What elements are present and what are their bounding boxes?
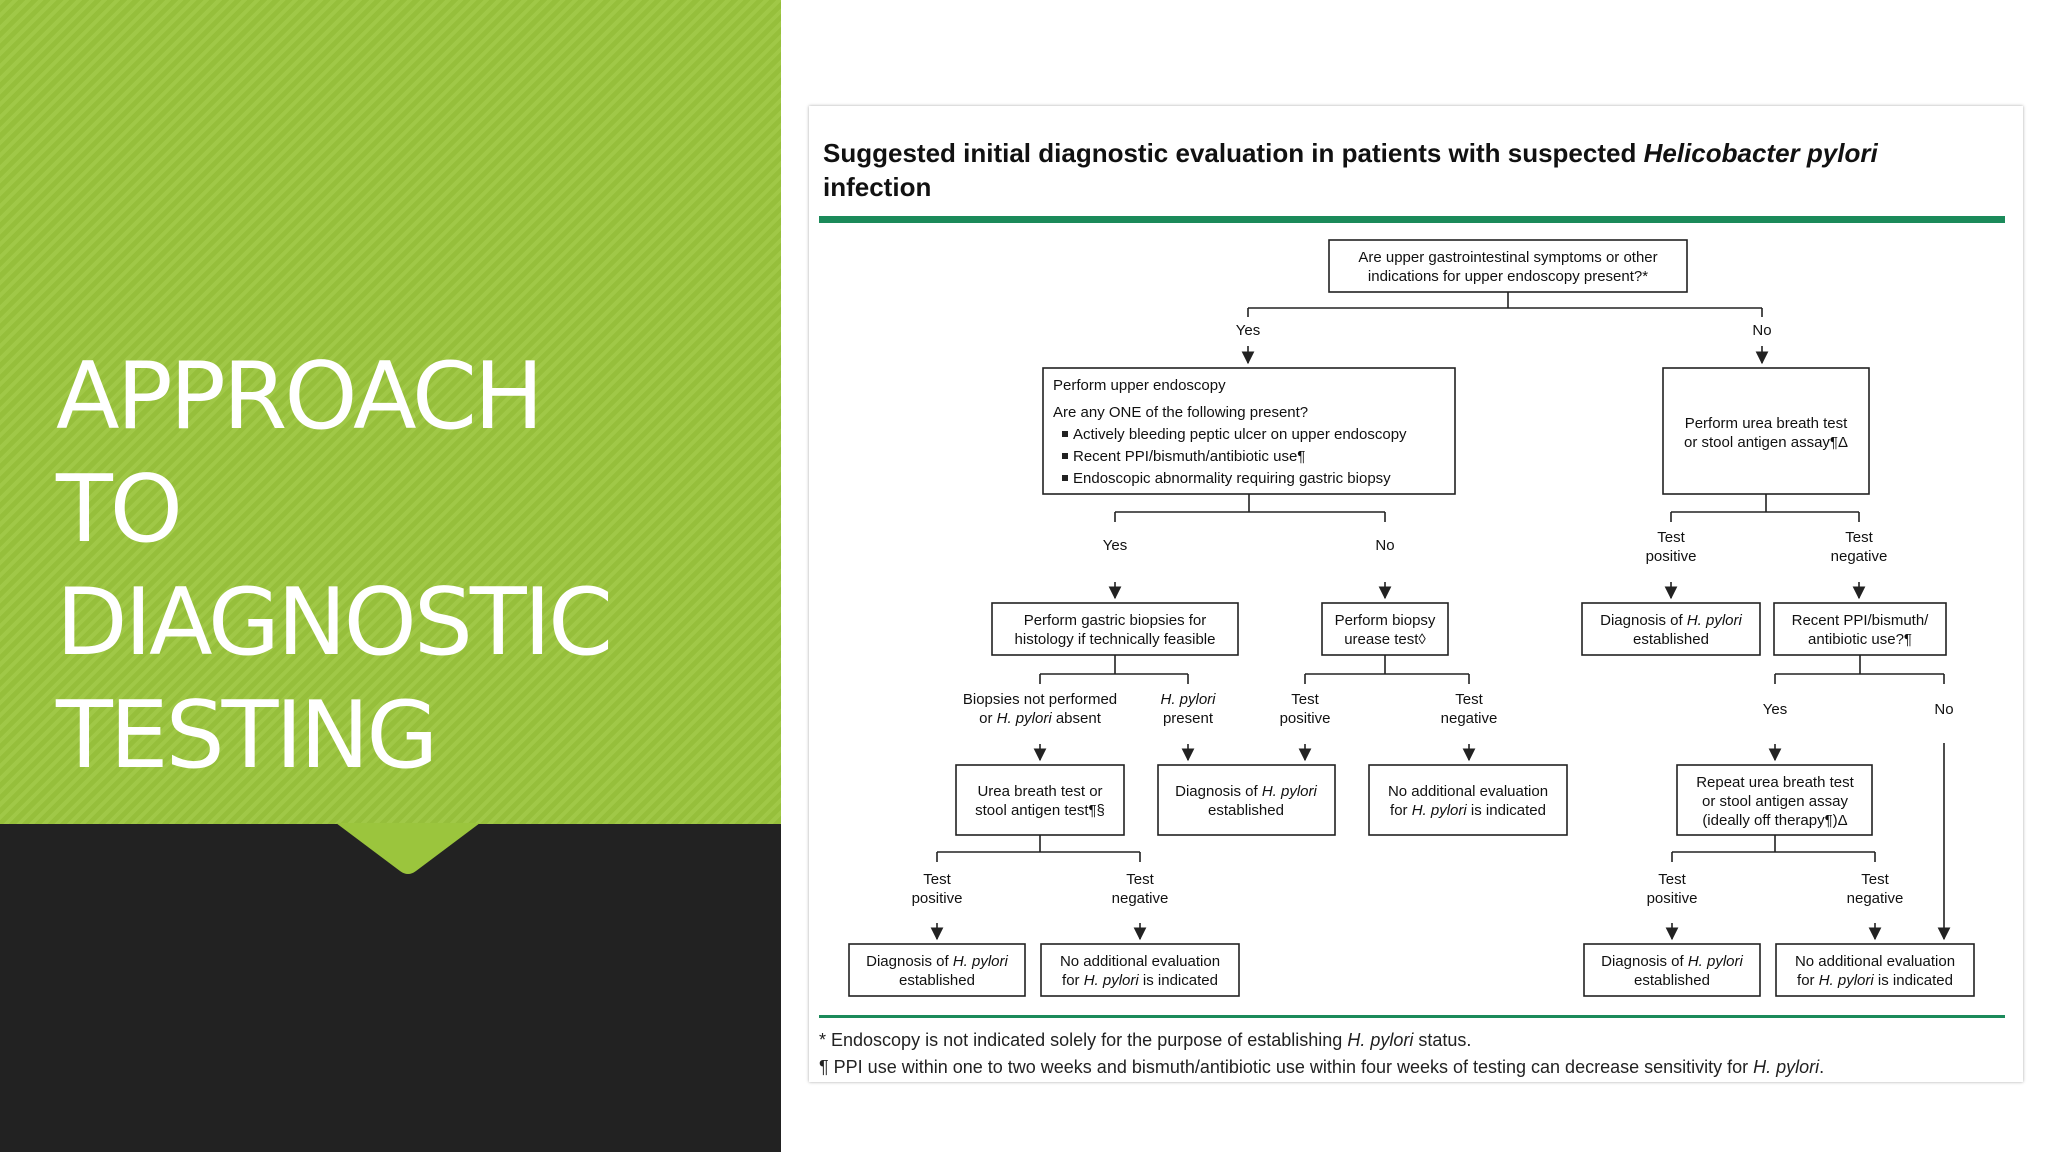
- branch-label-negative: negative: [1847, 890, 1904, 907]
- no-eval-box-bl: [1040, 943, 1240, 997]
- branch-label-test: Test: [1658, 871, 1686, 888]
- diagnosis-bl-line: Diagnosis of H. pylori: [866, 953, 1008, 970]
- branch-label-positive: positive: [1280, 710, 1331, 727]
- diagnosis-mid-line: Diagnosis of H. pylori: [1175, 783, 1317, 800]
- algorithm-figure: Suggested initial diagnostic evaluation …: [809, 106, 2023, 1082]
- repeat-test-line: or stool antigen assay: [1702, 793, 1848, 810]
- branch-label-positive: positive: [912, 890, 963, 907]
- branch-label-test: Test: [1657, 529, 1685, 546]
- slide-title-line: APPROACH: [56, 342, 544, 450]
- urea-stool-test-line: stool antigen test¶§: [975, 802, 1105, 819]
- branch-label-test: Test: [1845, 529, 1873, 546]
- endoscopy-heading: Perform upper endoscopy: [1053, 377, 1226, 394]
- repeat-test-line: (ideally off therapy¶)Δ: [1702, 812, 1847, 829]
- no-eval-box-mid: [1368, 764, 1568, 836]
- diagnosis-mid-line: established: [1208, 802, 1284, 819]
- urea-stool-box: [1662, 367, 1870, 495]
- start-question-box: [1328, 239, 1688, 293]
- figure-title: Suggested initial diagnostic evaluation …: [823, 136, 2003, 204]
- gastric-biopsies-line: histology if technically feasible: [1015, 631, 1216, 648]
- biopsy-urease-box: [1321, 602, 1449, 656]
- branch-label-positive: positive: [1646, 548, 1697, 565]
- diagnosis-br-line: Diagnosis of H. pylori: [1601, 953, 1743, 970]
- no-eval-br-line: No additional evaluation: [1795, 953, 1955, 970]
- urea-stool-line: Perform urea breath test: [1685, 415, 1848, 432]
- recent-ppi-line: antibiotic use?¶: [1808, 631, 1912, 648]
- branch-label-yes: Yes: [1236, 322, 1260, 339]
- recent-ppi-line: Recent PPI/bismuth/: [1792, 612, 1930, 629]
- start-question-line: indications for upper endoscopy present?…: [1368, 268, 1648, 285]
- endoscopy-bullet: Actively bleeding peptic ulcer on upper …: [1073, 426, 1407, 443]
- dark-panel: [0, 824, 781, 1152]
- branch-label-yes: Yes: [1103, 537, 1127, 554]
- slide-title: APPROACH TO DIAGNOSTIC TESTING: [56, 340, 756, 792]
- no-eval-bl-line: No additional evaluation: [1060, 953, 1220, 970]
- title-panel-pointer: [336, 823, 480, 874]
- branch-label-biopsies-not: or H. pylori absent: [979, 710, 1102, 727]
- branch-label-hp-present: present: [1163, 710, 1214, 727]
- bullet-icon: [1062, 431, 1068, 437]
- slide-title-line: TESTING: [56, 681, 438, 789]
- no-eval-box-br: [1775, 943, 1975, 997]
- endoscopy-box: [1042, 367, 1456, 495]
- branch-label-negative: negative: [1831, 548, 1888, 565]
- no-eval-mid-line: for H. pylori is indicated: [1390, 802, 1546, 819]
- diagnosis-br-line: established: [1634, 972, 1710, 989]
- endoscopy-question: Are any ONE of the following present?: [1053, 404, 1308, 421]
- diagnosis-box-bl: [848, 943, 1026, 997]
- footnote: ¶ PPI use within one to two weeks and bi…: [819, 1057, 1825, 1077]
- diagnosis-box-r1: [1581, 602, 1761, 656]
- branch-label-test: Test: [1291, 691, 1319, 708]
- connectors: [930, 292, 1951, 941]
- flowchart: Are upper gastrointestinal symptoms or o…: [848, 239, 1975, 997]
- repeat-test-line: Repeat urea breath test: [1696, 774, 1854, 791]
- footnote: * Endoscopy is not indicated solely for …: [819, 1030, 1472, 1050]
- branch-label-test: Test: [1861, 871, 1889, 888]
- title-panel: [0, 0, 781, 824]
- branch-label-test: Test: [923, 871, 951, 888]
- gastric-biopsies-line: Perform gastric biopsies for: [1024, 612, 1207, 629]
- branch-label-no: No: [1934, 701, 1953, 718]
- figure-title-text: Suggested initial diagnostic evaluation …: [823, 138, 1637, 168]
- diagnosis-r1-line: Diagnosis of H. pylori: [1600, 612, 1742, 629]
- branch-label-no: No: [1752, 322, 1771, 339]
- no-eval-br-line: for H. pylori is indicated: [1797, 972, 1953, 989]
- branch-label-positive: positive: [1647, 890, 1698, 907]
- urea-stool-line: or stool antigen assay¶Δ: [1684, 434, 1848, 451]
- diagnosis-box-mid: [1157, 764, 1336, 836]
- endoscopy-bullet: Endoscopic abnormality requiring gastric…: [1073, 470, 1391, 487]
- biopsy-urease-line: Perform biopsy: [1335, 612, 1436, 629]
- diagnosis-r1-line: established: [1633, 631, 1709, 648]
- start-question-line: Are upper gastrointestinal symptoms or o…: [1358, 249, 1657, 266]
- endoscopy-bullet: Recent PPI/bismuth/antibiotic use¶: [1073, 448, 1305, 465]
- branch-label-yes: Yes: [1763, 701, 1787, 718]
- biopsy-urease-line: urease test◊: [1344, 631, 1426, 648]
- diagnosis-bl-line: established: [899, 972, 975, 989]
- slide-title-line: TO: [56, 455, 183, 563]
- slide-title-line: DIAGNOSTIC: [56, 568, 613, 676]
- figure-top-rule: [819, 216, 2005, 223]
- no-eval-mid-line: No additional evaluation: [1388, 783, 1548, 800]
- figure-title-italic: Helicobacter pylori: [1643, 138, 1878, 168]
- gastric-biopsies-box: [991, 602, 1239, 656]
- branch-label-hp-present: H. pylori: [1160, 691, 1216, 708]
- urea-stool-test-box: [955, 764, 1125, 836]
- no-eval-bl-line: for H. pylori is indicated: [1062, 972, 1218, 989]
- diagnosis-box-br: [1583, 943, 1761, 997]
- bullet-icon: [1062, 475, 1068, 481]
- branch-label-negative: negative: [1441, 710, 1498, 727]
- branch-label-biopsies-not: Biopsies not performed: [963, 691, 1117, 708]
- recent-ppi-box: [1773, 602, 1947, 656]
- figure-title-end: infection: [823, 172, 932, 202]
- branch-label-no: No: [1375, 537, 1394, 554]
- footnotes: * Endoscopy is not indicated solely for …: [819, 1027, 2009, 1081]
- figure-bottom-rule: [819, 1015, 2005, 1018]
- branch-label-test: Test: [1126, 871, 1154, 888]
- urea-stool-test-line: Urea breath test or: [977, 783, 1102, 800]
- branch-label-negative: negative: [1112, 890, 1169, 907]
- branch-label-test: Test: [1455, 691, 1483, 708]
- repeat-test-box: [1676, 764, 1873, 836]
- bullet-icon: [1062, 453, 1068, 459]
